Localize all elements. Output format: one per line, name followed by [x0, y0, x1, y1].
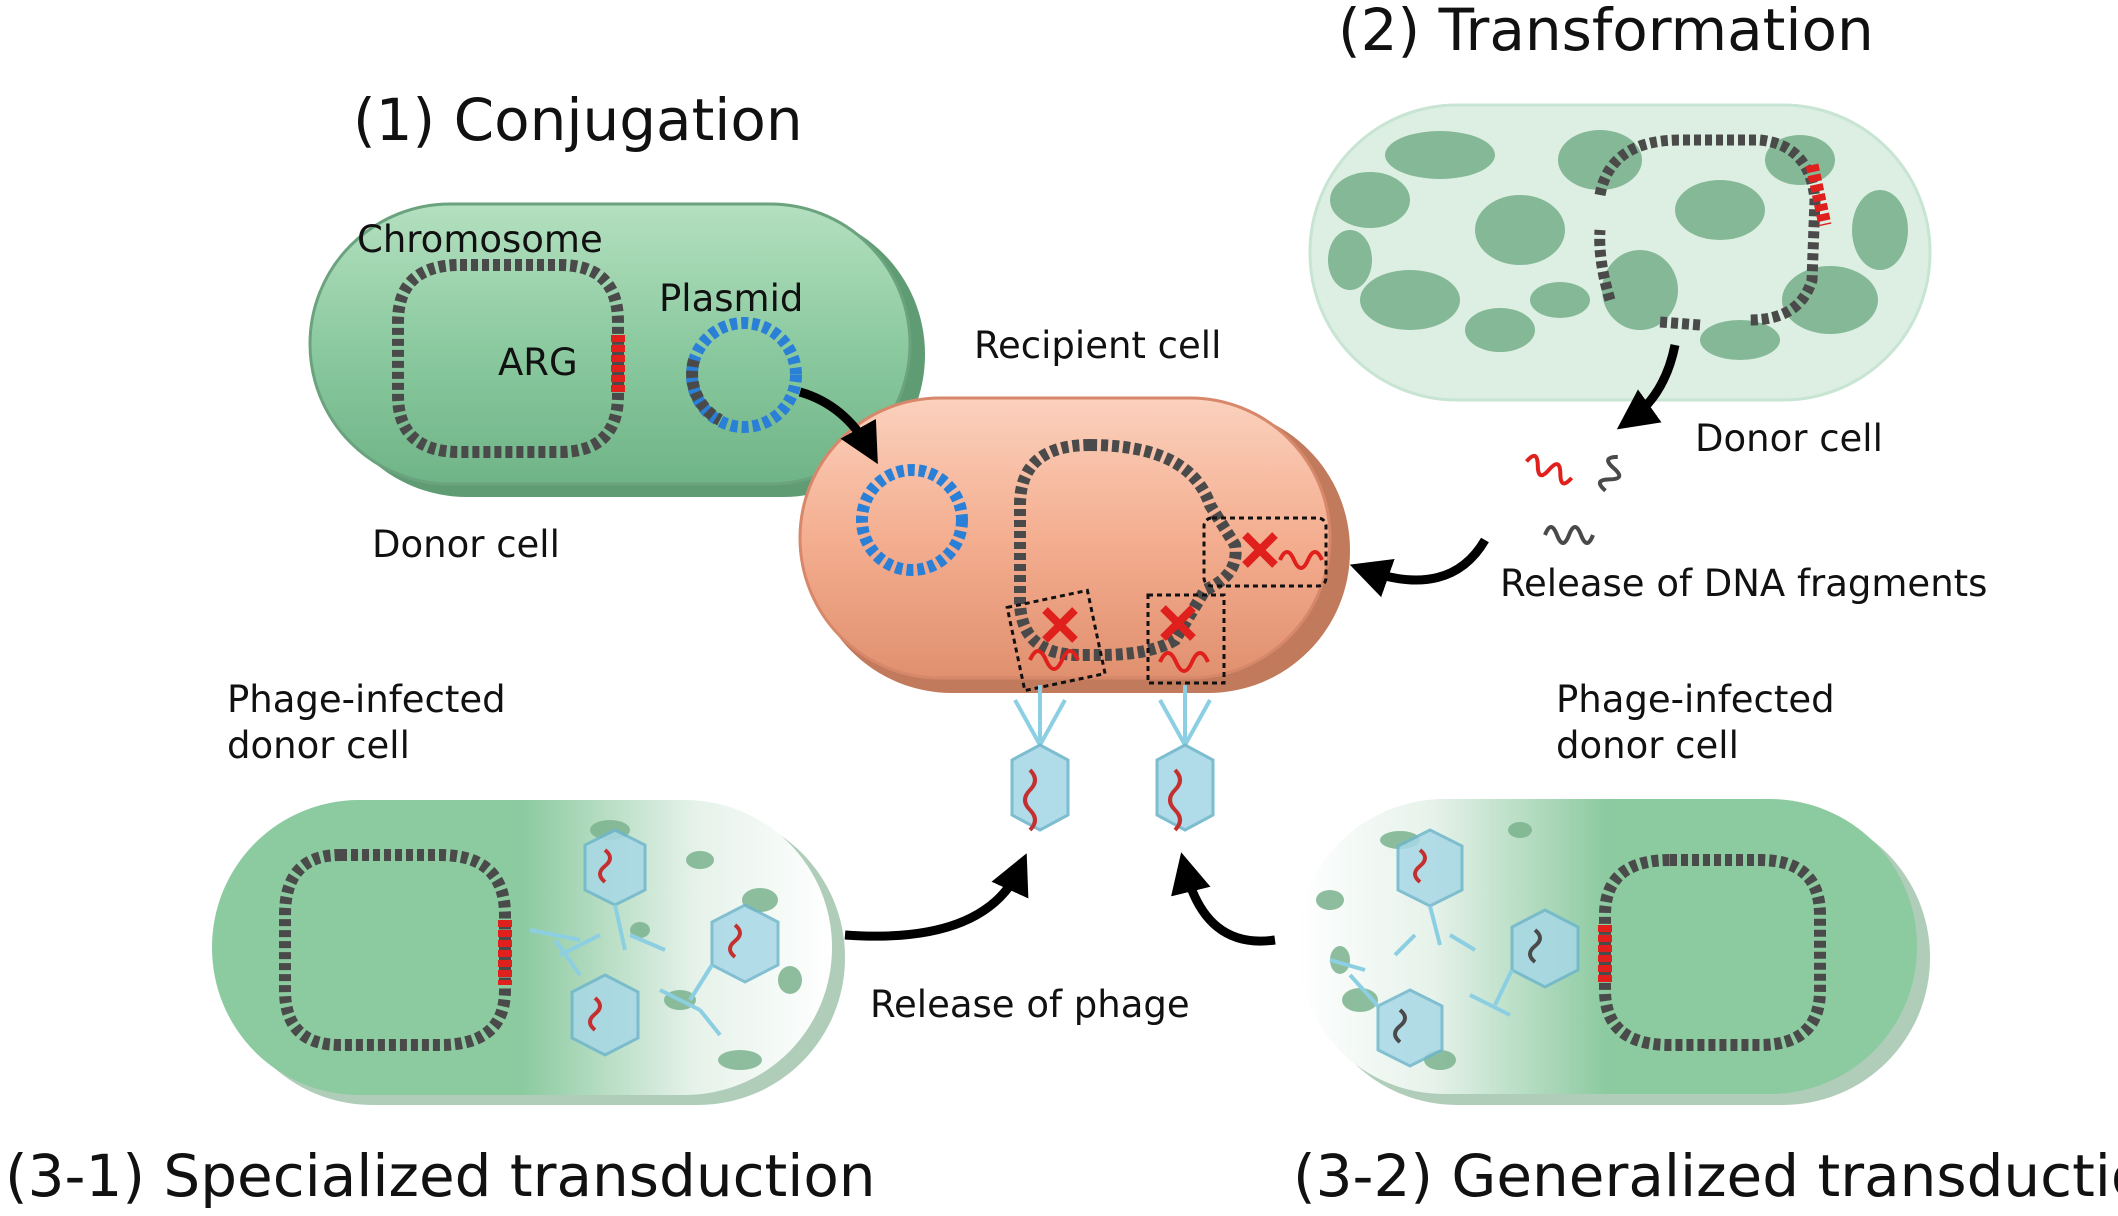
- generalized-phage-3: [1329, 958, 1444, 1068]
- transformation-donor-cell: [1308, 103, 1932, 402]
- transferred-plasmid: [856, 464, 968, 576]
- integration-site-2: [1146, 593, 1226, 685]
- label-release-of-phage: Release of phage: [870, 983, 1190, 1026]
- integration-site-3: [1202, 516, 1328, 588]
- label-phage-infected-left-2: donor cell: [227, 724, 410, 767]
- label-phage-infected-right-1: Phage-infected: [1556, 678, 1835, 721]
- released-dna-fragments: [1524, 453, 1622, 545]
- released-arg: [1805, 163, 1832, 227]
- recipient-chromosome: [1014, 438, 1242, 661]
- label-donor-cell-transformation: Donor cell: [1695, 417, 1883, 460]
- generalized-release-arrow: [1171, 852, 1276, 946]
- donor-chromosome: [392, 259, 624, 458]
- label-recipient-cell: Recipient cell: [974, 324, 1221, 367]
- label-arg: ARG: [498, 341, 578, 384]
- specialized-chromosome: [279, 849, 511, 1051]
- attached-phage-1: [1010, 685, 1070, 832]
- conjugation-arrow: [798, 387, 878, 465]
- transformation-arrow: [1616, 344, 1680, 430]
- fragmented-chromosome: [1594, 134, 1821, 331]
- generalized-phage-1: [1393, 828, 1477, 957]
- label-release-dna-fragments: Release of DNA fragments: [1500, 562, 1987, 605]
- conjugation-donor-cell: [308, 202, 925, 497]
- title-generalized-transduction: (3-2) Generalized transduction: [1293, 1142, 2118, 1210]
- title-specialized-transduction: (3-1) Specialized transduction: [5, 1142, 876, 1210]
- specialized-release-arrow: [844, 853, 1029, 941]
- label-phage-infected-left-1: Phage-infected: [227, 678, 506, 721]
- plasmid-chromosome-part: [686, 358, 724, 426]
- integration-site-1: [1005, 588, 1107, 693]
- specialized-phage-2: [529, 928, 640, 1057]
- label-chromosome: Chromosome: [357, 218, 603, 261]
- label-phage-infected-right-2: donor cell: [1556, 724, 1739, 767]
- title-conjugation: (1) Conjugation: [353, 86, 803, 154]
- attached-phage-2: [1155, 685, 1215, 832]
- generalized-donor-cell: [1297, 799, 1930, 1105]
- label-plasmid: Plasmid: [659, 277, 803, 320]
- label-donor-cell-conjugation: Donor cell: [372, 523, 560, 566]
- specialized-phage-1: [559, 828, 666, 957]
- specialized-donor-cell: [212, 800, 845, 1105]
- title-transformation: (2) Transformation: [1338, 0, 1874, 64]
- dna-uptake-arrow: [1349, 537, 1489, 598]
- generalized-phage-2: [1469, 908, 1580, 1017]
- donor-plasmid: [686, 317, 802, 433]
- specialized-phage-3: [659, 903, 780, 1037]
